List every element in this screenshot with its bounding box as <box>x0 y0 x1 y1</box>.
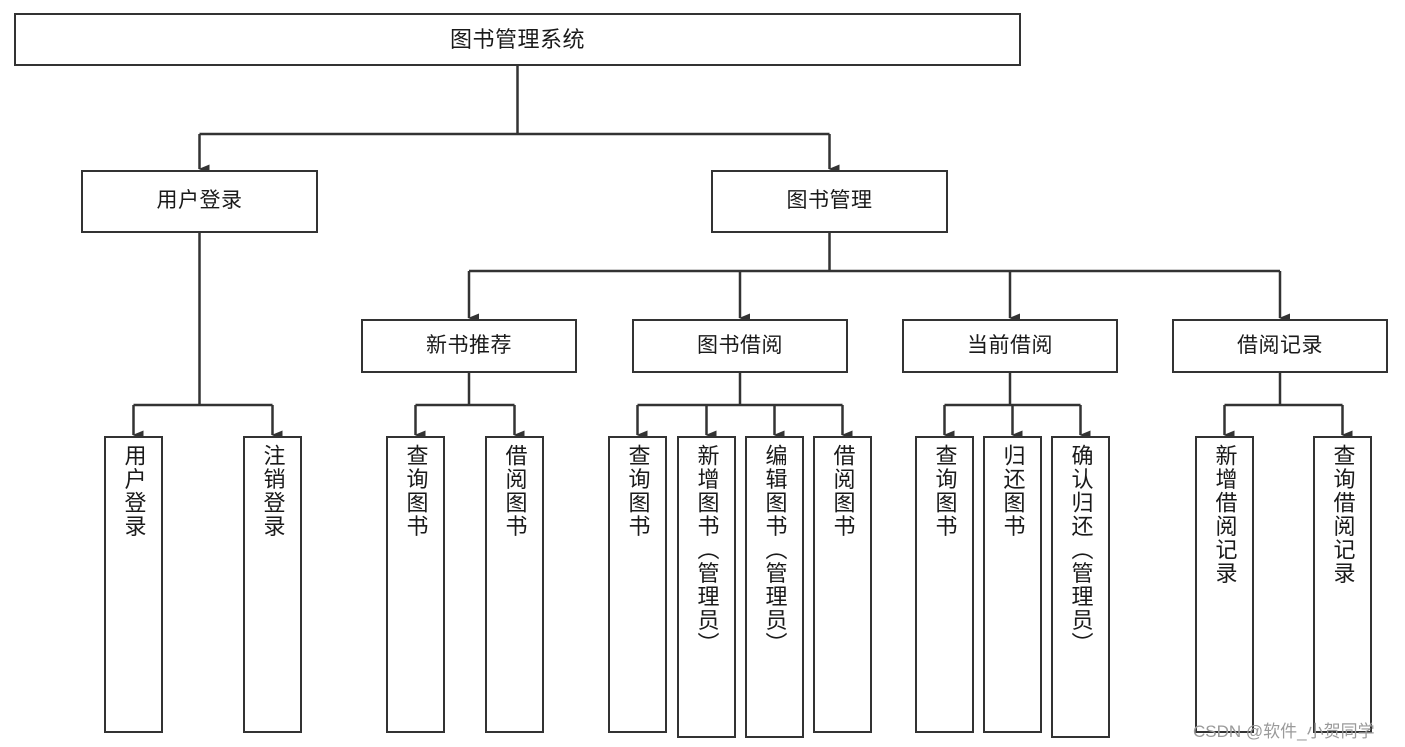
node-label: 确认归还（管理员） <box>1068 444 1094 656</box>
node-leaf-2[interactable]: 查询图书 <box>386 436 445 733</box>
node-leaf-6[interactable]: 编辑图书（管理员） <box>745 436 804 738</box>
node-label: 借阅图书 <box>830 444 856 538</box>
node-l1-1[interactable]: 图书管理 <box>711 170 948 233</box>
node-l2-0[interactable]: 新书推荐 <box>361 319 577 373</box>
node-label: 图书管理系统 <box>449 26 585 52</box>
node-leaf-3[interactable]: 借阅图书 <box>485 436 544 733</box>
node-l2-2[interactable]: 当前借阅 <box>902 319 1118 373</box>
node-label: 新书推荐 <box>426 333 512 357</box>
node-label: 借阅图书 <box>502 444 528 538</box>
node-label: 归还图书 <box>1000 444 1026 538</box>
node-label: 用户登录 <box>121 444 147 538</box>
node-label: 新增图书（管理员） <box>694 444 720 656</box>
node-label: 查询图书 <box>625 444 651 538</box>
node-leaf-11[interactable]: 新增借阅记录 <box>1195 436 1254 733</box>
node-label: 注销登录 <box>260 444 286 538</box>
node-label: 查询图书 <box>932 444 958 538</box>
node-label: 查询借阅记录 <box>1330 444 1356 585</box>
node-label: 借阅记录 <box>1237 333 1323 357</box>
node-leaf-8[interactable]: 查询图书 <box>915 436 974 733</box>
watermark: CSDN @软件_小贺同学 <box>1193 722 1375 741</box>
node-label: 当前借阅 <box>967 333 1053 357</box>
node-label: 图书借阅 <box>697 333 783 357</box>
node-l2-1[interactable]: 图书借阅 <box>632 319 848 373</box>
node-label: 用户登录 <box>156 189 243 213</box>
node-label: 查询图书 <box>403 444 429 538</box>
node-leaf-12[interactable]: 查询借阅记录 <box>1313 436 1372 733</box>
node-label: 图书管理 <box>786 189 873 213</box>
node-leaf-10[interactable]: 确认归还（管理员） <box>1051 436 1110 738</box>
node-root[interactable]: 图书管理系统 <box>14 13 1021 66</box>
node-leaf-4[interactable]: 查询图书 <box>608 436 667 733</box>
node-leaf-1[interactable]: 注销登录 <box>243 436 302 733</box>
node-l1-0[interactable]: 用户登录 <box>81 170 318 233</box>
node-leaf-5[interactable]: 新增图书（管理员） <box>677 436 736 738</box>
node-l2-3[interactable]: 借阅记录 <box>1172 319 1388 373</box>
node-label: 新增借阅记录 <box>1212 444 1238 585</box>
node-leaf-7[interactable]: 借阅图书 <box>813 436 872 733</box>
node-leaf-9[interactable]: 归还图书 <box>983 436 1042 733</box>
node-leaf-0[interactable]: 用户登录 <box>104 436 163 733</box>
node-label: 编辑图书（管理员） <box>762 444 788 656</box>
